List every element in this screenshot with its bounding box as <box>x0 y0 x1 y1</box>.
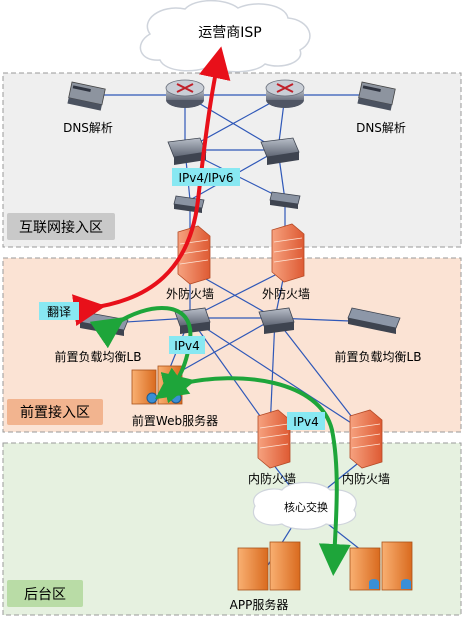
load-balancer-right: 前置负载均衡LB <box>335 307 422 364</box>
web-servers-label: 前置Web服务器 <box>132 413 218 428</box>
switch-upper-right <box>260 137 300 165</box>
svg-text:IPv4/IPv6: IPv4/IPv6 <box>178 171 233 185</box>
app-servers-label: APP服务器 <box>230 597 289 612</box>
svg-text:IPv4: IPv4 <box>293 415 319 429</box>
dns-right-label: DNS解析 <box>356 121 406 135</box>
callout-translate: 翻译 <box>39 302 79 320</box>
svg-text:IPv4: IPv4 <box>174 339 200 353</box>
inner-fw-right-label: 内防火墙 <box>342 471 390 486</box>
outer-fw-right-label: 外防火墙 <box>262 286 310 301</box>
front-switch-right <box>258 307 295 334</box>
callout-ipv4-back: IPv4 <box>287 412 325 430</box>
zone-label-front: 前置接入区 <box>20 404 90 421</box>
zone-label-internet: 互联网接入区 <box>19 219 103 236</box>
inner-fw-left-label: 内防火墙 <box>248 471 296 486</box>
outer-firewall-right: 外防火墙 <box>262 223 310 301</box>
lb-left-label: 前置负载均衡LB <box>55 349 142 364</box>
lb-right-label: 前置负载均衡LB <box>335 349 422 364</box>
app-servers-right <box>349 541 413 591</box>
dns-left-label: DNS解析 <box>63 121 113 135</box>
callout-ipv4-front: IPv4 <box>169 336 205 354</box>
isp-cloud-label: 运营商ISP <box>198 25 261 41</box>
outer-fw-left-label: 外防火墙 <box>166 286 214 301</box>
red-flow-arrow <box>72 46 231 326</box>
router-right <box>265 79 305 108</box>
inner-firewall-right: 内防火墙 <box>342 409 390 486</box>
isp-cloud: 运营商ISP <box>139 0 311 73</box>
access-switch-right <box>269 191 301 209</box>
core-switch-label: 核心交换 <box>284 500 328 514</box>
dns-server-right: DNS解析 <box>356 81 406 135</box>
svg-text:翻译: 翻译 <box>47 305 71 319</box>
router-left <box>165 79 205 108</box>
zone-label-backend: 后台区 <box>24 587 66 603</box>
callout-ipv4-ipv6: IPv4/IPv6 <box>172 168 240 186</box>
green-flow-arrow-back <box>160 372 351 576</box>
